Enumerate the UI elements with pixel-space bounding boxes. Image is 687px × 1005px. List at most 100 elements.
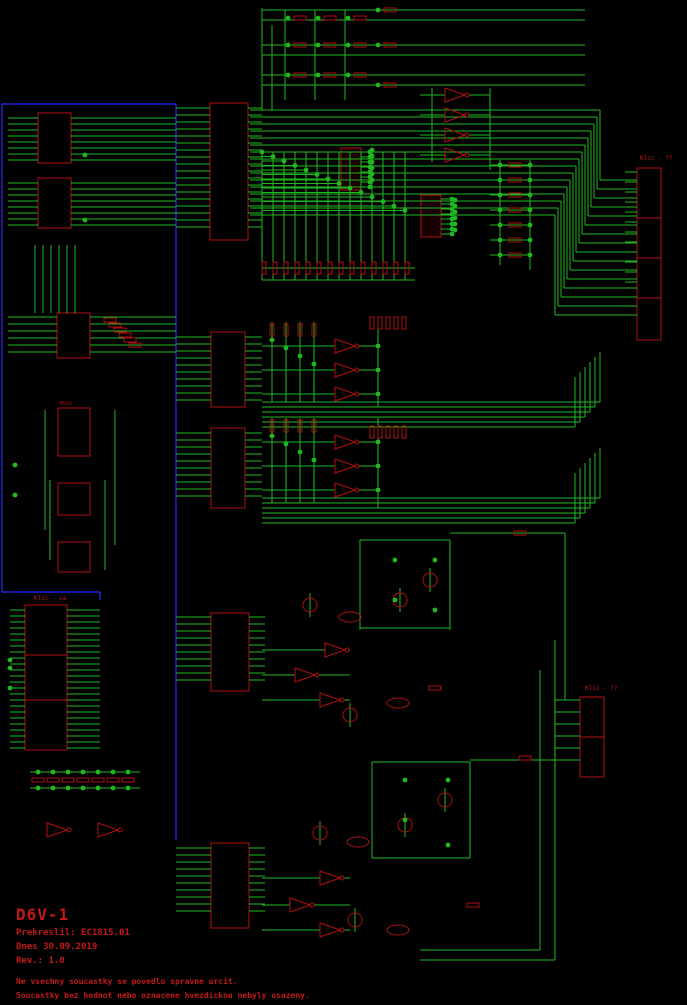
inverter-bubble bbox=[314, 672, 320, 678]
resistor bbox=[369, 316, 375, 330]
junction-dot bbox=[497, 192, 503, 198]
junction-dot bbox=[50, 769, 56, 775]
junction-dot bbox=[82, 152, 88, 158]
resistor bbox=[293, 42, 307, 48]
junction-dot bbox=[497, 252, 503, 258]
resistor bbox=[113, 327, 127, 333]
transistor bbox=[342, 707, 358, 723]
resistor bbox=[353, 15, 367, 21]
resistor bbox=[401, 425, 407, 439]
redrawn-by: Prekreslil: EC1815.01 bbox=[16, 928, 130, 938]
ic-left-3 bbox=[56, 312, 91, 359]
resistor bbox=[91, 777, 105, 783]
junction-dot bbox=[7, 665, 13, 671]
inverter-bubble bbox=[464, 132, 470, 138]
junction-dot bbox=[375, 463, 381, 469]
resistor bbox=[305, 261, 311, 275]
ic-left-2 bbox=[37, 177, 72, 229]
resistor bbox=[369, 425, 375, 439]
connector-left-block bbox=[24, 604, 68, 751]
resistor bbox=[103, 317, 117, 323]
junction-dot bbox=[527, 177, 533, 183]
junction-dot bbox=[375, 367, 381, 373]
junction-dot bbox=[125, 769, 131, 775]
junction-dot bbox=[345, 72, 351, 78]
junction-dot bbox=[311, 361, 317, 367]
junction-dot bbox=[375, 82, 381, 88]
ic-u3 bbox=[210, 427, 246, 509]
junction-dot bbox=[391, 203, 397, 209]
junction-dot bbox=[269, 337, 275, 343]
junction-dot bbox=[527, 222, 533, 228]
connector-mid-right-label: Klic - ?? bbox=[585, 685, 618, 692]
junction-dot bbox=[527, 207, 533, 213]
buffer-gate bbox=[334, 434, 357, 450]
resistor bbox=[382, 261, 388, 275]
resistor bbox=[297, 323, 303, 337]
resistor bbox=[404, 261, 410, 275]
inverter-bubble bbox=[354, 343, 360, 349]
junction-dot bbox=[402, 208, 408, 213]
optocoupler bbox=[386, 697, 410, 709]
resistor bbox=[297, 419, 303, 433]
buffer-gate bbox=[334, 338, 357, 354]
junction-dot bbox=[445, 777, 451, 783]
resistor bbox=[269, 323, 275, 337]
junction-dot bbox=[369, 165, 375, 171]
resistor bbox=[349, 261, 355, 275]
junction-dot bbox=[432, 557, 438, 563]
buffer-gate bbox=[319, 870, 342, 886]
resistor bbox=[466, 902, 480, 908]
buffer-gate bbox=[444, 107, 467, 123]
resistor bbox=[508, 192, 522, 198]
resistor bbox=[377, 425, 383, 439]
project-title: D6V-1 bbox=[16, 905, 70, 924]
resistor bbox=[61, 777, 75, 783]
resistor bbox=[393, 316, 399, 330]
junction-dot bbox=[345, 15, 351, 21]
junction-dot bbox=[65, 785, 71, 791]
inverter-bubble bbox=[339, 697, 345, 703]
resistor bbox=[383, 42, 397, 48]
resistor bbox=[323, 72, 337, 78]
date-line: Dnes 30.09.2019 bbox=[16, 942, 98, 952]
resistor bbox=[269, 419, 275, 433]
resistor bbox=[31, 777, 45, 783]
buffer-gate bbox=[334, 458, 357, 474]
ic-u2 bbox=[210, 331, 246, 408]
inverter-bubble bbox=[354, 463, 360, 469]
junction-dot bbox=[283, 345, 289, 351]
ic-left-6 bbox=[57, 541, 91, 573]
junction-dot bbox=[452, 227, 458, 233]
inverter-bubble bbox=[464, 112, 470, 118]
junction-dot bbox=[527, 162, 533, 168]
junction-dot bbox=[452, 203, 458, 209]
junction-dot bbox=[392, 557, 398, 563]
junction-dot bbox=[110, 769, 116, 775]
junction-dot bbox=[432, 607, 438, 613]
ic-u1 bbox=[209, 102, 249, 241]
ic-left-1 bbox=[37, 112, 72, 164]
buffer-gate bbox=[334, 482, 357, 498]
junction-dot bbox=[315, 72, 321, 78]
junction-dot bbox=[12, 492, 18, 498]
junction-dot bbox=[497, 237, 503, 243]
junction-dot bbox=[314, 172, 320, 177]
ic-u4 bbox=[210, 612, 250, 692]
junction-dot bbox=[7, 685, 13, 691]
junction-dot bbox=[369, 147, 375, 153]
inverter-bubble bbox=[339, 875, 345, 881]
resistor bbox=[108, 322, 122, 328]
junction-dot bbox=[315, 42, 321, 48]
resistor bbox=[383, 82, 397, 88]
inverter-bubble bbox=[354, 367, 360, 373]
resistor bbox=[294, 261, 300, 275]
junction-dot bbox=[95, 785, 101, 791]
junction-dot bbox=[369, 171, 375, 177]
resistor bbox=[393, 261, 399, 275]
transistor bbox=[437, 792, 453, 808]
resistor bbox=[261, 261, 267, 275]
resistor bbox=[128, 342, 142, 348]
junction-dot bbox=[95, 769, 101, 775]
junction-dot bbox=[311, 457, 317, 463]
